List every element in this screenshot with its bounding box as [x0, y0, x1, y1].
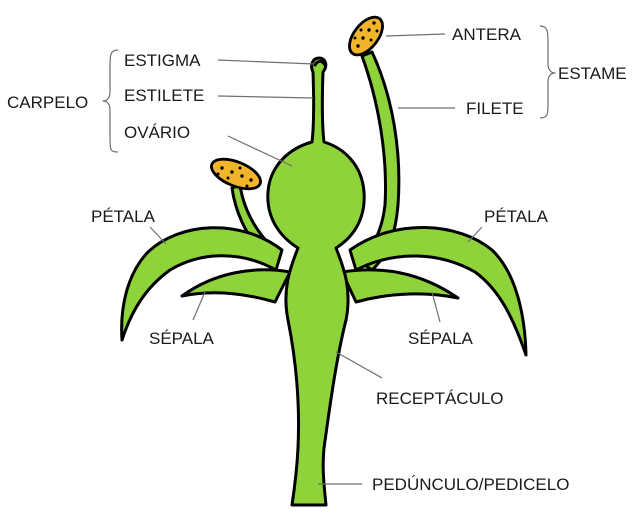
carpelo-brace [103, 50, 118, 152]
label-sepala-right: SÉPALA [408, 329, 474, 348]
leader-petala-left [150, 227, 166, 244]
leader-estigma [218, 60, 314, 64]
leader-estilete [218, 96, 313, 98]
label-estame: ESTAME [558, 64, 627, 83]
sepal-left [182, 270, 290, 302]
label-ovario: OVÁRIO [124, 123, 190, 142]
label-sepala-left: SÉPALA [149, 329, 215, 348]
estame-brace [540, 26, 555, 118]
leader-sepala-left [193, 292, 205, 320]
label-carpelo: CARPELO [7, 93, 88, 112]
leader-receptaculo [336, 352, 382, 378]
label-estilete: ESTILETE [124, 86, 204, 105]
label-pedunculo: PEDÚNCULO/PEDICELO [372, 475, 569, 494]
label-estigma: ESTIGMA [124, 51, 201, 70]
sepal-right [342, 270, 458, 302]
label-receptaculo: RECEPTÁCULO [376, 389, 504, 408]
leader-antera [386, 34, 445, 36]
anther-right [343, 11, 389, 60]
label-petala-right: PÉTALA [484, 207, 549, 226]
label-antera: ANTERA [452, 25, 522, 44]
label-petala-left: PÉTALA [91, 207, 156, 226]
label-filete: FILETE [466, 99, 524, 118]
